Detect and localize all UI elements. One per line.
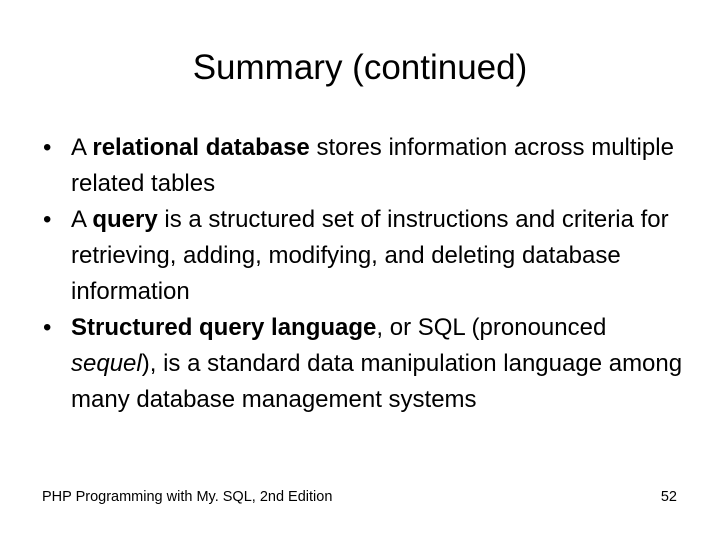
bullet-term-sequel: sequel bbox=[71, 350, 142, 377]
bullet-marker: • bbox=[43, 206, 52, 233]
bullet-text-part: A bbox=[71, 134, 93, 161]
bullet-term-relational-database: relational database bbox=[92, 134, 310, 161]
bullet-marker: • bbox=[43, 134, 52, 161]
bullet-item: • Structured query language, or SQL (pro… bbox=[43, 310, 693, 418]
footer-page-number: 52 bbox=[660, 489, 677, 505]
bullet-marker: • bbox=[43, 314, 52, 341]
bullet-text-part: A bbox=[71, 206, 93, 233]
bullet-text-part: , or SQL (pronounced bbox=[376, 314, 607, 341]
bullet-list: • A relational database stores informati… bbox=[43, 130, 693, 418]
bullet-text-part: ), is a standard data manipulation langu… bbox=[71, 350, 683, 413]
bullet-item: • A relational database stores informati… bbox=[43, 130, 693, 202]
slide-title: Summary (continued) bbox=[192, 48, 528, 87]
bullet-text-part: is a structured set of instructions and … bbox=[71, 206, 669, 305]
bullet-item: • A query is a structured set of instruc… bbox=[43, 202, 693, 310]
bullet-text-part: stores information across multiple relat… bbox=[71, 134, 674, 197]
bullet-term-sql: Structured query language bbox=[71, 314, 377, 341]
footer-book-title: PHP Programming with My. SQL, 2nd Editio… bbox=[42, 489, 333, 505]
bullet-term-query: query bbox=[92, 206, 158, 233]
